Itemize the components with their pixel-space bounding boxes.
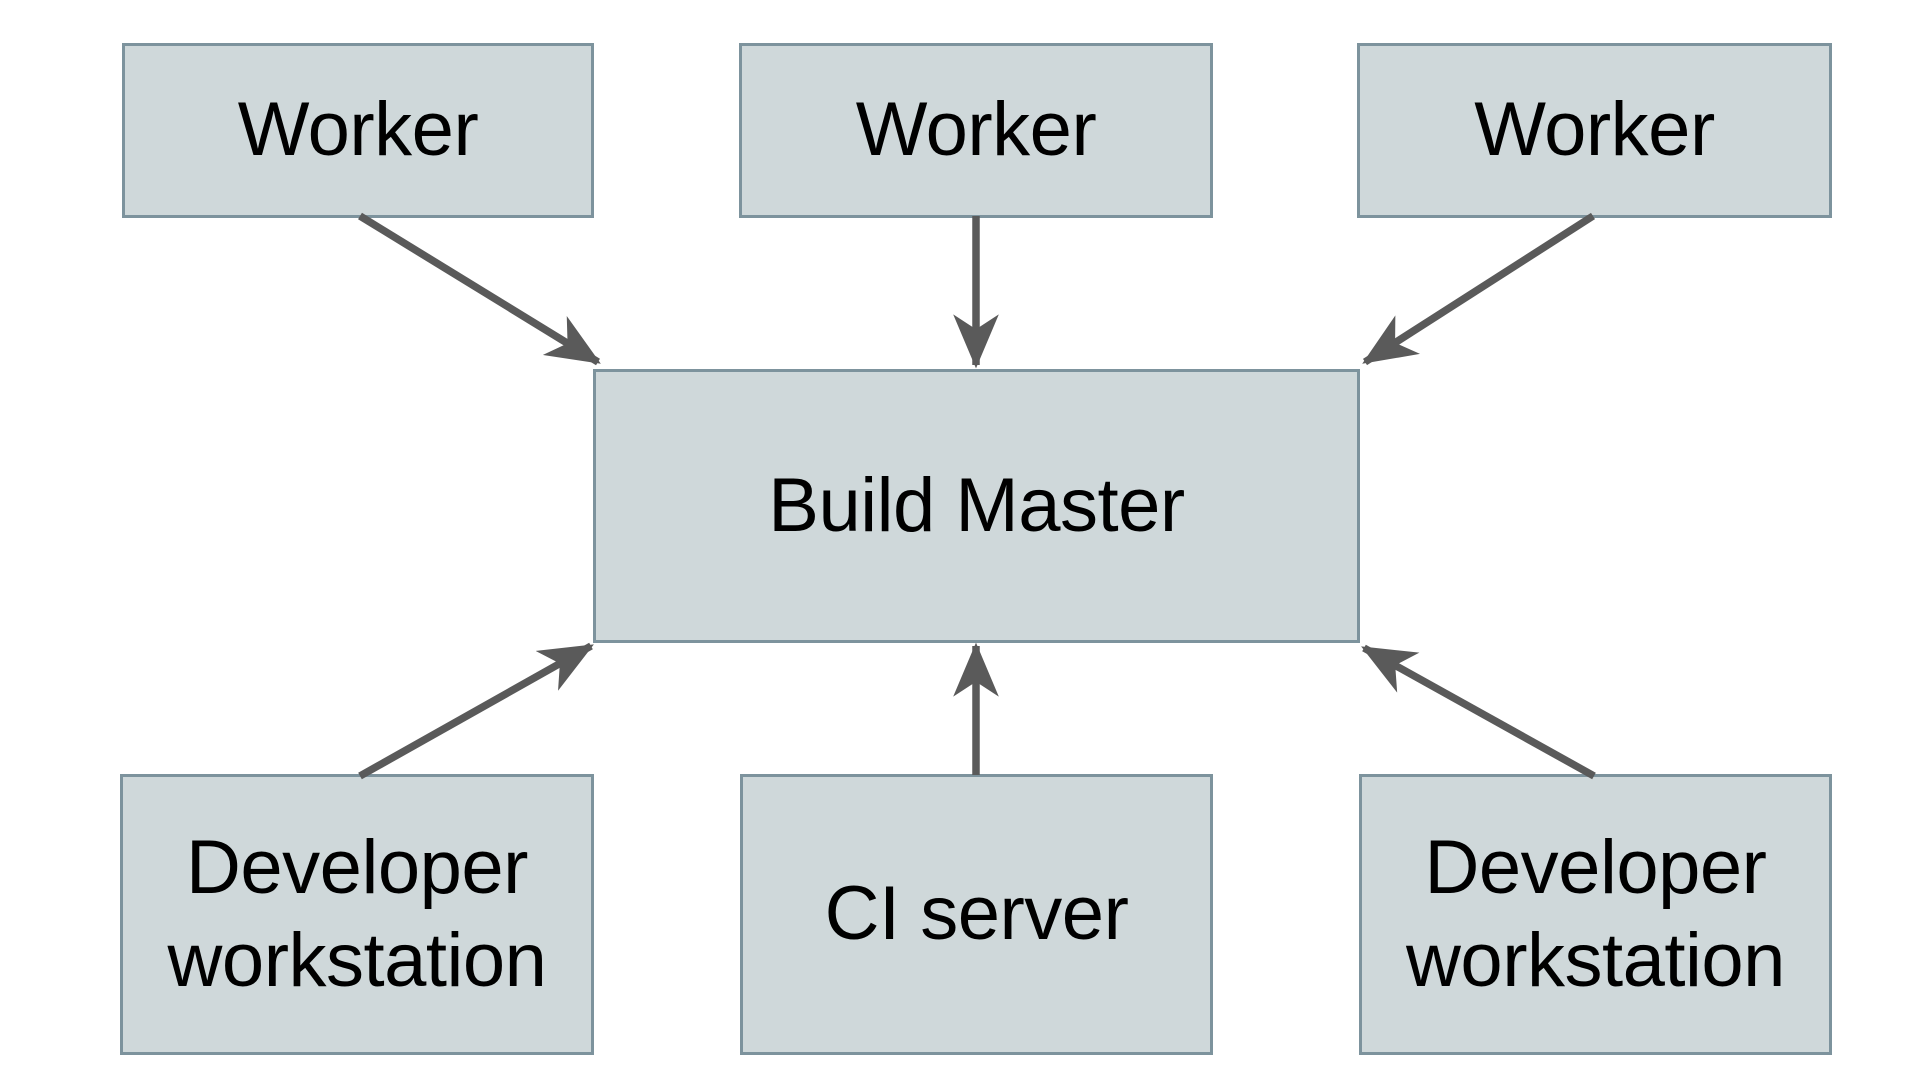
node-build-master: Build Master	[593, 369, 1360, 643]
arrow-worker-1-to-build-master	[358, 212, 601, 366]
node-worker-3: Worker	[1357, 43, 1832, 218]
node-worker-3-label: Worker	[1474, 87, 1715, 173]
node-developer-workstation-1-label: Developer workstation	[167, 824, 547, 1003]
node-ci-server-label: CI server	[824, 871, 1129, 957]
node-developer-workstation-1: Developer workstation	[120, 774, 594, 1055]
node-worker-1-label: Worker	[237, 87, 479, 173]
arrow-worker-3-to-build-master	[1362, 212, 1596, 366]
arrow-developer-workstation-1-to-build-master	[358, 642, 594, 780]
node-build-master-label: Build Master	[768, 462, 1185, 548]
node-worker-2: Worker	[739, 43, 1213, 218]
node-ci-server: CI server	[740, 774, 1213, 1055]
node-worker-1: Worker	[122, 43, 594, 218]
arrow-developer-workstation-2-to-build-master	[1361, 644, 1596, 780]
node-developer-workstation-2-label: Developer workstation	[1406, 824, 1785, 1003]
node-developer-workstation-2: Developer workstation	[1359, 774, 1832, 1055]
node-worker-2-label: Worker	[855, 87, 1097, 173]
